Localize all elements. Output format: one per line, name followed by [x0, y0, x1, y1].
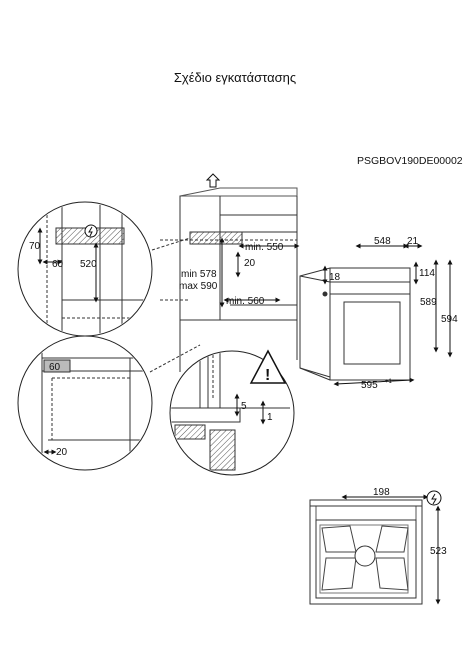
dim-min-560: min. 560 [226, 296, 265, 307]
dim-20-bottom: 20 [56, 447, 68, 458]
dim-114: 114 [419, 268, 435, 279]
detail-circle-middle: 60 20 [17, 335, 153, 471]
power-icon [426, 490, 442, 506]
cabinet-drawing [149, 187, 298, 373]
dim-523: 523 [430, 546, 447, 557]
dim-18: 18 [329, 272, 341, 283]
dim-70: 70 [29, 241, 41, 252]
dim-min-550: min. 550 [245, 242, 284, 253]
dim-5: 5 [241, 401, 247, 412]
dim-198: 198 [373, 487, 390, 498]
detail-circle-top: 70 60 520 [17, 201, 153, 337]
dim-520: 520 [80, 259, 97, 270]
dim-60-top: 60 [52, 259, 64, 270]
cavity-front-view [309, 499, 423, 605]
svg-text:!: ! [265, 367, 270, 384]
page-title: Σχέδιο εγκατάστασης [173, 70, 297, 85]
warning-triangle-icon: ! [249, 349, 287, 384]
dim-595: 595 [361, 380, 378, 391]
dim-589: 589 [420, 297, 437, 308]
dim-595-tolerance: +1 [385, 379, 393, 385]
power-icon [84, 224, 98, 238]
dim-1: 1 [267, 412, 273, 423]
detail-circle-bottom: 5 1 ! [169, 349, 295, 476]
dim-548: 548 [374, 236, 391, 247]
dim-21: 21 [407, 236, 419, 247]
oven-drawing [299, 267, 415, 387]
dim-20-cabinet: 20 [244, 258, 256, 269]
up-arrow-icon [205, 173, 221, 188]
document-code: PSGBOV190DE00002 [357, 155, 463, 167]
dim-min-578: min 578 [181, 269, 217, 280]
dim-max-590: max 590 [179, 281, 218, 292]
dim-594: 594 [441, 314, 458, 325]
dim-60-middle: 60 [49, 362, 61, 373]
